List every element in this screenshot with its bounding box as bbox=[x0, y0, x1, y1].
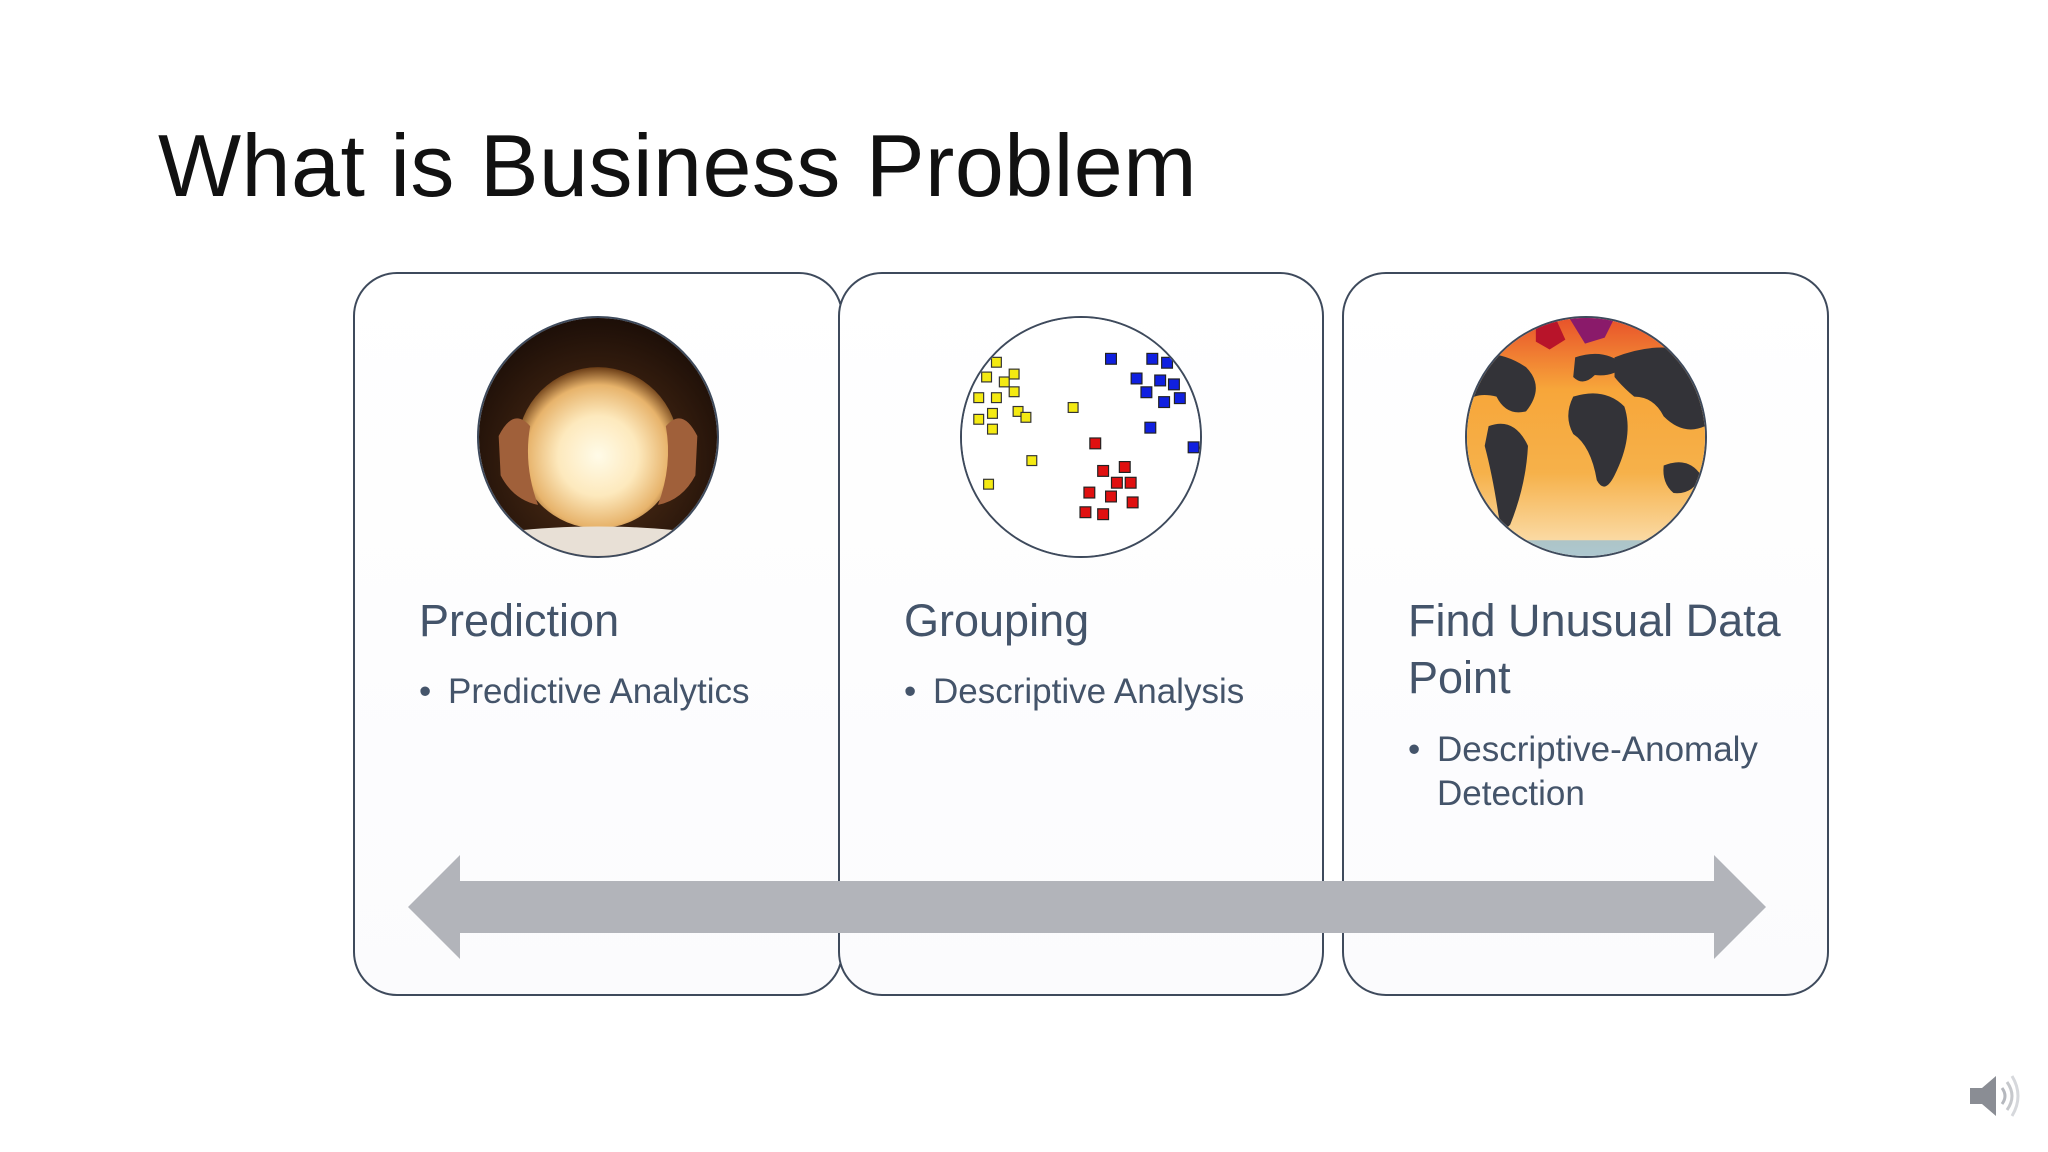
card-bullet: • Predictive Analytics bbox=[419, 670, 811, 714]
bullet-text: Predictive Analytics bbox=[448, 672, 750, 711]
card-unusual-data: Find Unusual Data Point • Descriptive-An… bbox=[1342, 272, 1829, 996]
card-prediction: Prediction • Predictive Analytics bbox=[353, 272, 843, 996]
bullet-text: Descriptive-Anomaly Detection bbox=[1437, 730, 1758, 813]
card-heading: Prediction bbox=[419, 595, 620, 646]
bullet-text: Descriptive Analysis bbox=[933, 672, 1245, 711]
slide-title: What is Business Problem bbox=[158, 116, 1198, 215]
bullet-icon: • bbox=[419, 672, 432, 711]
card-heading: Grouping bbox=[904, 595, 1090, 646]
card-bullet: • Descriptive Analysis bbox=[904, 670, 1292, 714]
card-heading: Find Unusual Data Point bbox=[1408, 595, 1781, 703]
bullet-icon: • bbox=[1408, 730, 1421, 769]
card-grouping: Grouping • Descriptive Analysis bbox=[838, 272, 1324, 996]
speaker-icon[interactable] bbox=[1966, 1070, 2022, 1122]
double-arrow-icon bbox=[408, 855, 1766, 959]
cluster-scatter-icon bbox=[960, 316, 1202, 558]
bullet-icon: • bbox=[904, 672, 917, 711]
crystal-ball-icon bbox=[477, 316, 719, 558]
card-bullet: • Descriptive-Anomaly Detection bbox=[1408, 728, 1797, 816]
world-heat-map-icon bbox=[1464, 316, 1707, 558]
